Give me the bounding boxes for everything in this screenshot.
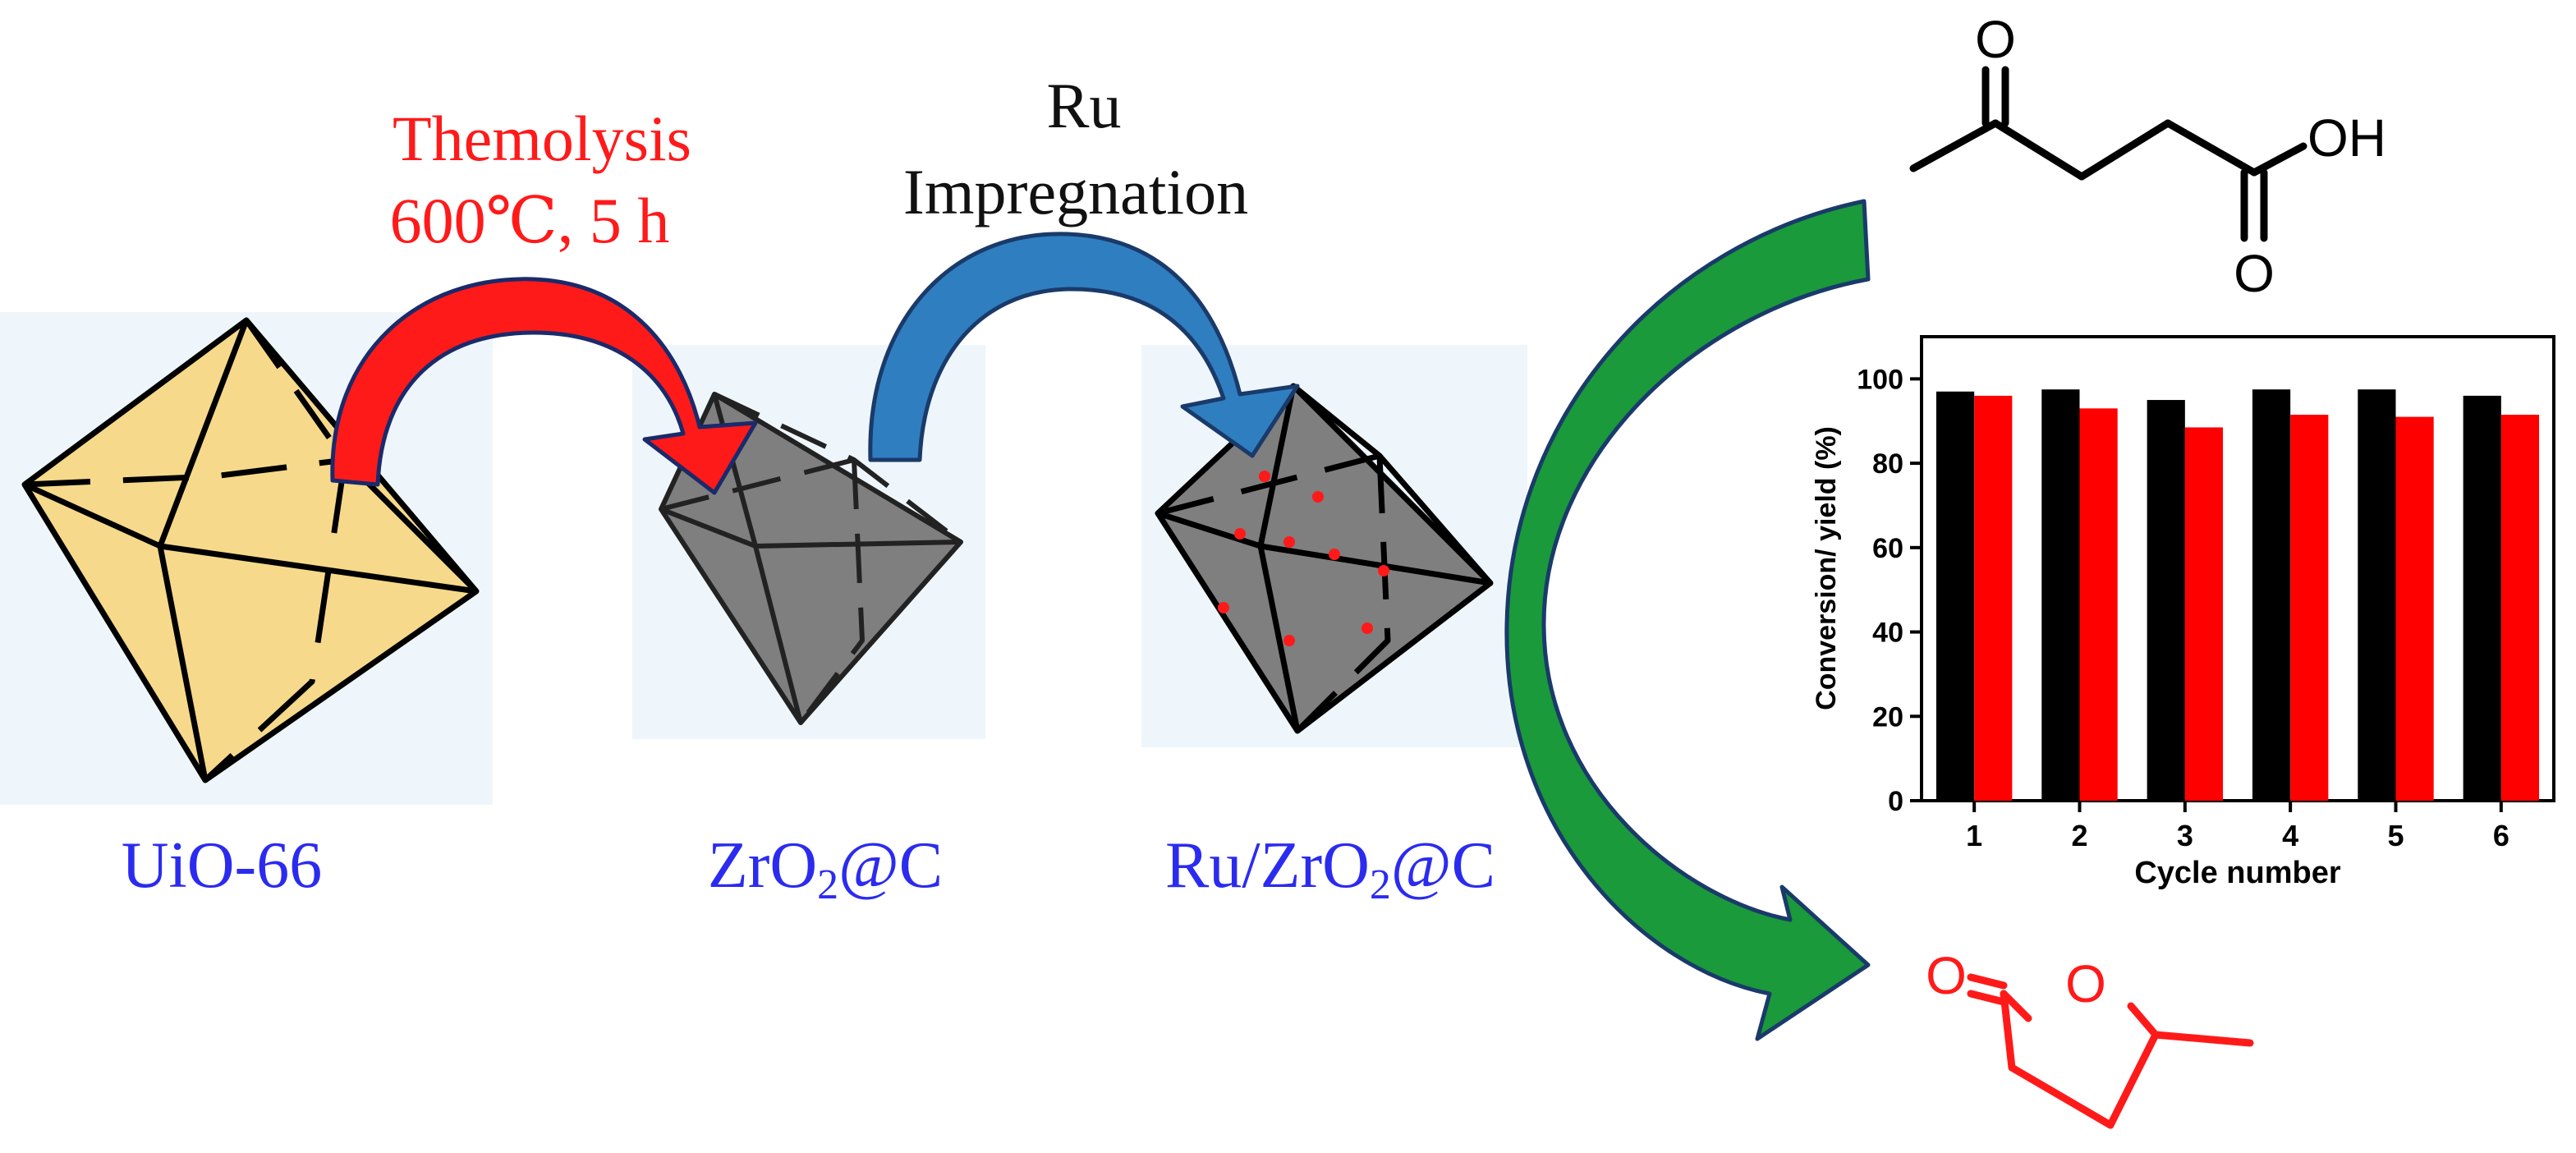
gvl-carbonyl-oxygen: O <box>1926 946 1967 1005</box>
ru-nanoparticles <box>1218 471 1389 646</box>
zro2c-crystal <box>659 392 963 725</box>
bar-cycle-2-series-1 <box>2041 389 2080 801</box>
recycling-bar-chart: 0 20 40 60 80 100 1 2 3 4 5 6 Cycle number Convers… <box>1811 335 2555 890</box>
x-tick-label: 1 <box>1966 819 1982 852</box>
bar-cycle-4-series-1 <box>2252 389 2291 801</box>
catalysis-arrow <box>1504 199 1871 1041</box>
levulinic-acid-structure <box>1909 66 2307 242</box>
x-tick-label: 6 <box>2493 819 2509 852</box>
y-tick-label: 80 <box>1872 448 1903 480</box>
chart-bars <box>1935 389 2540 801</box>
step2-line2: Impregnation <box>903 156 1248 227</box>
step1-line1: Themolysis <box>393 103 691 174</box>
bar-cycle-1-series-1 <box>1935 391 1975 801</box>
x-tick-label: 2 <box>2071 819 2087 852</box>
ruzro2c-label: Ru/ZrO2@C <box>1165 829 1495 908</box>
bar-cycle-5-series-2 <box>2395 416 2434 801</box>
step1-line2: 600℃, 5 h <box>390 185 670 256</box>
bar-cycle-3-series-2 <box>2184 427 2224 801</box>
chart-x-axis-label: Cycle number <box>2134 856 2341 890</box>
gvl-structure <box>1967 973 2254 1129</box>
y-tick-label: 60 <box>1872 533 1903 564</box>
gvl-ring-oxygen: O <box>2065 954 2106 1013</box>
la-acid-oxygen: O <box>2234 244 2275 303</box>
la-carbonyl-oxygen: O <box>1975 10 2016 69</box>
chart-y-axis-label: Conversion/ yield (%) <box>1811 426 1842 710</box>
x-tick-label: 5 <box>2387 819 2404 852</box>
chart-plot-frame <box>1920 335 2555 802</box>
ruzro2c-prefix: Ru/ZrO <box>1165 829 1370 902</box>
impregnation-arrow <box>868 232 1300 462</box>
bar-cycle-1-series-2 <box>1974 395 2013 801</box>
bar-cycle-6-series-2 <box>2500 415 2540 801</box>
bar-cycle-3-series-1 <box>2147 400 2185 801</box>
x-tick-label: 4 <box>2282 819 2298 852</box>
ruzro2c-crystal <box>1155 383 1494 734</box>
y-tick-label: 100 <box>1857 364 1903 395</box>
y-tick-label: 20 <box>1872 701 1903 733</box>
ruzro2c-subscript: 2 <box>1370 861 1391 908</box>
chart-y-axis: 0 20 40 60 80 100 <box>1857 364 1922 817</box>
zro2c-suffix: @C <box>838 829 943 902</box>
ruzro2c-suffix: @C <box>1391 829 1495 902</box>
thermolysis-arrow <box>330 277 758 495</box>
bar-cycle-2-series-2 <box>2079 408 2118 801</box>
zro2c-label: ZrO2@C <box>708 829 943 908</box>
la-hydroxyl: OH <box>2307 108 2386 168</box>
uio-66-crystal <box>21 317 480 783</box>
bar-cycle-6-series-1 <box>2463 395 2501 801</box>
y-tick-label: 40 <box>1872 618 1903 649</box>
zro2c-subscript: 2 <box>817 861 838 908</box>
step2-line1: Ru <box>1046 70 1121 141</box>
x-tick-label: 3 <box>2177 819 2193 852</box>
uio-66-label: UiO-66 <box>122 829 322 902</box>
zro2c-prefix: ZrO <box>708 829 817 902</box>
chart-x-axis: 1 2 3 4 5 6 <box>1966 801 2509 852</box>
y-tick-label: 0 <box>1888 786 1903 817</box>
bar-cycle-4-series-2 <box>2290 415 2329 801</box>
bar-cycle-5-series-1 <box>2358 389 2396 801</box>
